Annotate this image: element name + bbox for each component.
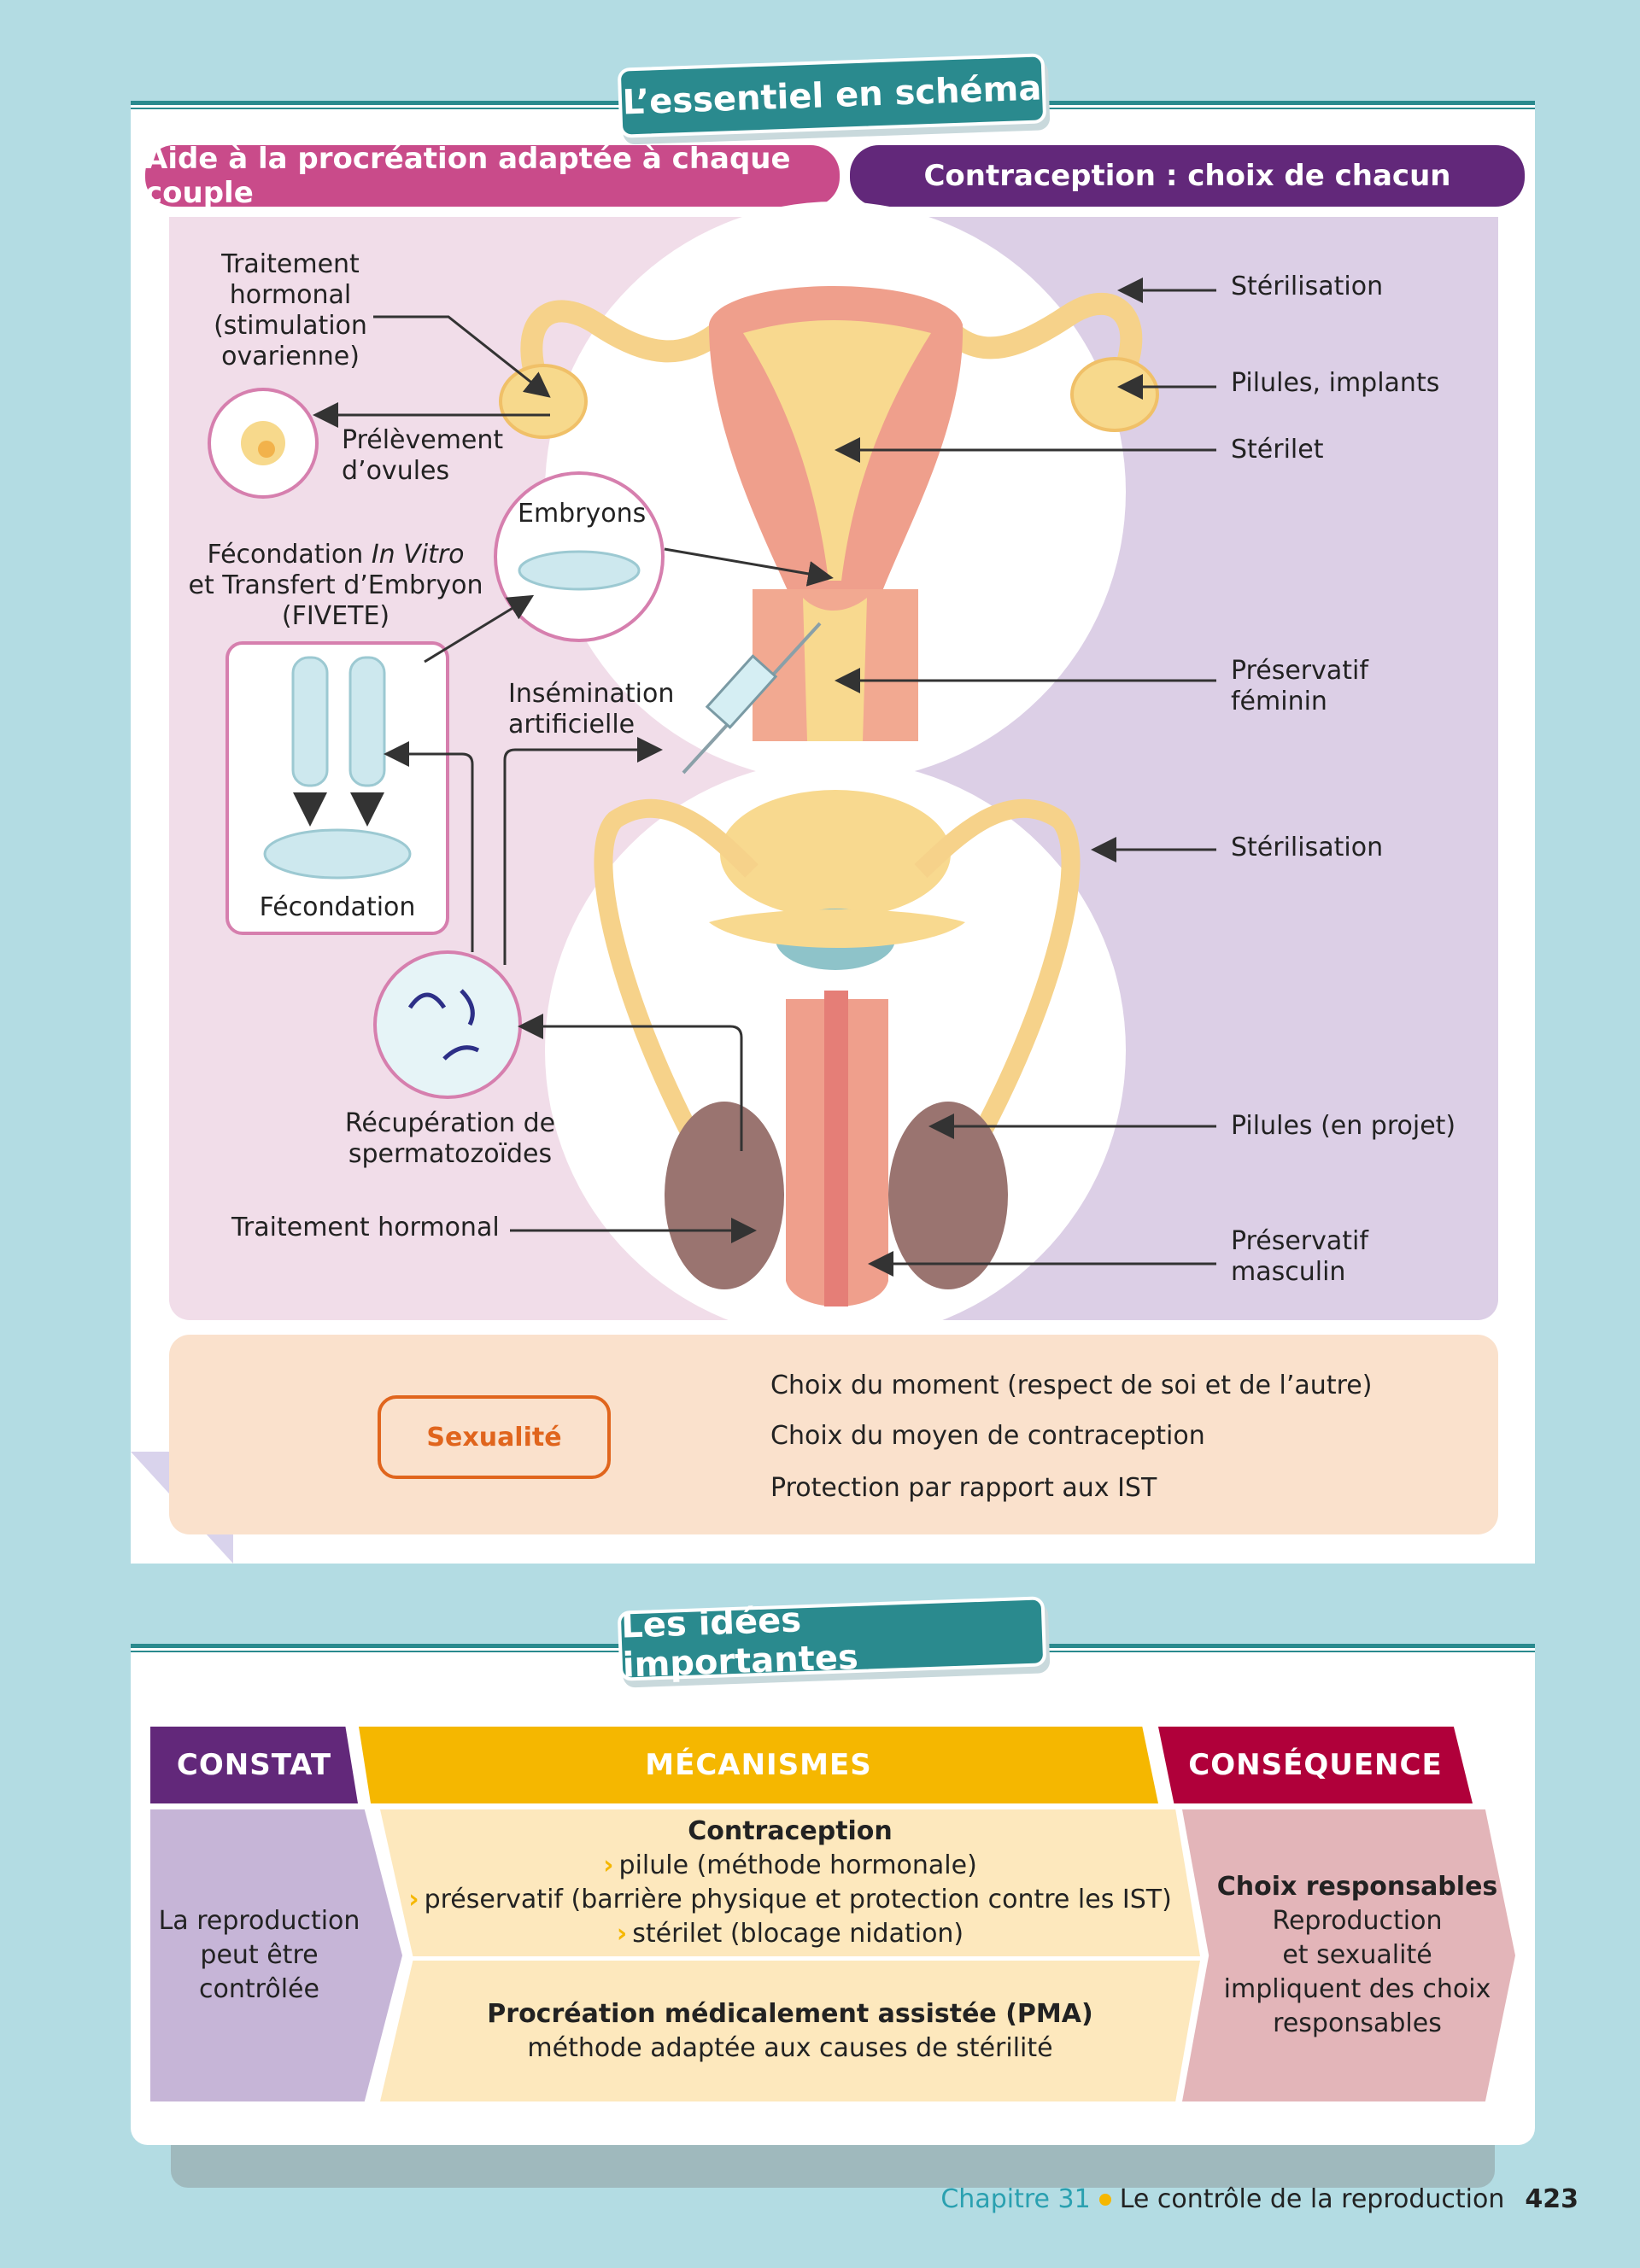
- procreation-header: Aide à la procréation adaptée à chaque c…: [145, 142, 840, 210]
- arrow-insemination: [503, 737, 663, 965]
- consequence-cell: Choix responsables Reproduction et sexua…: [1182, 1809, 1515, 2101]
- panel-shadow: [171, 2145, 1495, 2188]
- text-line: responsables: [1273, 2008, 1442, 2038]
- chevron-icon: ›: [616, 1919, 628, 1949]
- bladder: [720, 790, 951, 918]
- text-line: Préservatif: [1231, 656, 1368, 686]
- text-line: ovarienne): [221, 342, 360, 371]
- label-preservatif-m: Préservatif masculin: [1231, 1226, 1368, 1288]
- fecondation-box: [226, 641, 449, 935]
- chapter-title: Le contrôle de la reproduction: [1119, 2184, 1505, 2214]
- header-constat: CONSTAT: [150, 1727, 358, 1803]
- text-line: Traitement: [221, 249, 360, 279]
- label-ovules: Prélèvement d’ovules: [342, 425, 503, 487]
- contraception-cell: Contraception ›pilule (méthode hormonale…: [380, 1809, 1200, 1956]
- male-reproductive-illustration: [594, 790, 1081, 1306]
- text-line: Reproduction: [1272, 1906, 1443, 1936]
- pma-title: Procréation médicalement assistée (PMA): [487, 1998, 1093, 2029]
- section-badge-idees: Les idées importantes: [617, 1596, 1047, 1686]
- label-recuperation: Récupération de spermatozoïdes: [331, 1108, 570, 1170]
- pma-cell: Procréation médicalement assistée (PMA) …: [380, 1961, 1200, 2101]
- text-line: d’ovules: [342, 456, 450, 486]
- page-number: 423: [1525, 2184, 1578, 2214]
- text-italic: In Vitro: [371, 540, 465, 570]
- arrow-fivete: [424, 594, 535, 663]
- text-line: Insémination: [508, 679, 675, 709]
- label-preservatif-f: Préservatif féminin: [1231, 656, 1368, 717]
- contraception-item: ›pilule (méthode hormonale): [603, 1849, 977, 1883]
- sexualite-item: Protection par rapport aux IST: [770, 1473, 1157, 1503]
- text: pilule (méthode hormonale): [618, 1850, 977, 1880]
- right-ovary: [1070, 357, 1159, 432]
- label-fivete: Fécondation In Vitro et Transfert d’Embr…: [182, 540, 489, 632]
- text-line: (FIVETE): [281, 601, 390, 631]
- text-line: hormonal: [229, 280, 352, 310]
- constat-cell: La reproduction peut être contrôlée: [150, 1809, 402, 2101]
- text-line: et Transfert d’Embryon: [188, 570, 483, 600]
- header-consequence: CONSÉQUENCE: [1158, 1727, 1473, 1803]
- label-hormonal-stimulation: Traitement hormonal (stimulation ovarien…: [188, 249, 393, 372]
- left-testis: [665, 1102, 784, 1289]
- text-line: Fécondation In Vitro: [182, 540, 489, 570]
- bullet-icon: [1098, 2193, 1111, 2206]
- sexualite-item: Choix du moment (respect de soi et de l’…: [770, 1371, 1373, 1400]
- label-sterilisation-f: Stérilisation: [1231, 272, 1384, 301]
- text: stérilet (blocage nidation): [632, 1919, 964, 1949]
- text-line: peut être: [200, 1940, 319, 1970]
- text-line: Récupération de: [344, 1108, 556, 1138]
- syringe-illustration: [682, 622, 822, 775]
- arrow-hormonal-stim: [373, 315, 551, 398]
- text-line: Préservatif: [1231, 1226, 1368, 1256]
- label-sterilisation-m: Stérilisation: [1231, 833, 1384, 862]
- label-fecondation: Fécondation: [259, 892, 416, 922]
- label-embryons: Embryons: [518, 499, 647, 529]
- text: Fécondation: [207, 540, 372, 570]
- text: préservatif (barrière physique et protec…: [424, 1885, 1172, 1914]
- sexualite-item: Choix du moyen de contraception: [770, 1421, 1205, 1451]
- text-line: artificielle: [508, 710, 636, 739]
- consequence-title: Choix responsables: [1216, 1872, 1498, 1902]
- text-line: (stimulation: [214, 311, 367, 341]
- sperm-circle: [373, 950, 522, 1099]
- label-pilules-projet: Pilules (en projet): [1231, 1111, 1456, 1141]
- chevron-icon: ›: [603, 1850, 614, 1880]
- text-line: impliquent des choix: [1223, 1974, 1491, 2004]
- text-line: Prélèvement: [342, 425, 504, 455]
- chevron-icon: ›: [408, 1885, 419, 1914]
- text-line: et sexualité: [1282, 1940, 1432, 1970]
- text-line: contrôlée: [199, 1974, 319, 2004]
- text-line: féminin: [1231, 687, 1327, 716]
- pma-text: méthode adaptée aux causes de stérilité: [527, 2032, 1053, 2063]
- label-sterilet: Stérilet: [1231, 435, 1324, 465]
- arrow-fecondation: [384, 741, 474, 952]
- sexualite-box: Sexualité: [378, 1395, 611, 1479]
- text-line: masculin: [1231, 1257, 1346, 1287]
- header-mecanismes: MÉCANISMES: [359, 1727, 1158, 1803]
- text-line: La reproduction: [158, 1906, 360, 1936]
- contraception-title: Contraception: [688, 1816, 893, 1846]
- label-insemination: Insémination artificielle: [508, 679, 674, 740]
- arrow-embryons: [664, 547, 834, 587]
- left-ovary: [499, 364, 588, 439]
- chapter-label: Chapitre 31: [940, 2184, 1091, 2214]
- contraception-header: Contraception : choix de chacun: [850, 145, 1525, 207]
- text-line: spermatozoïdes: [348, 1139, 553, 1169]
- label-hormonal: Traitement hormonal: [231, 1213, 500, 1242]
- contraception-item: ›stérilet (blocage nidation): [617, 1917, 964, 1951]
- page-footer: Chapitre 31 Le contrôle de la reproducti…: [940, 2184, 1578, 2214]
- contraception-item: ›préservatif (barrière physique et prote…: [408, 1883, 1172, 1917]
- arrow-recuperation: [518, 1014, 743, 1151]
- right-testis: [888, 1102, 1008, 1289]
- label-pilules-implants: Pilules, implants: [1231, 368, 1440, 398]
